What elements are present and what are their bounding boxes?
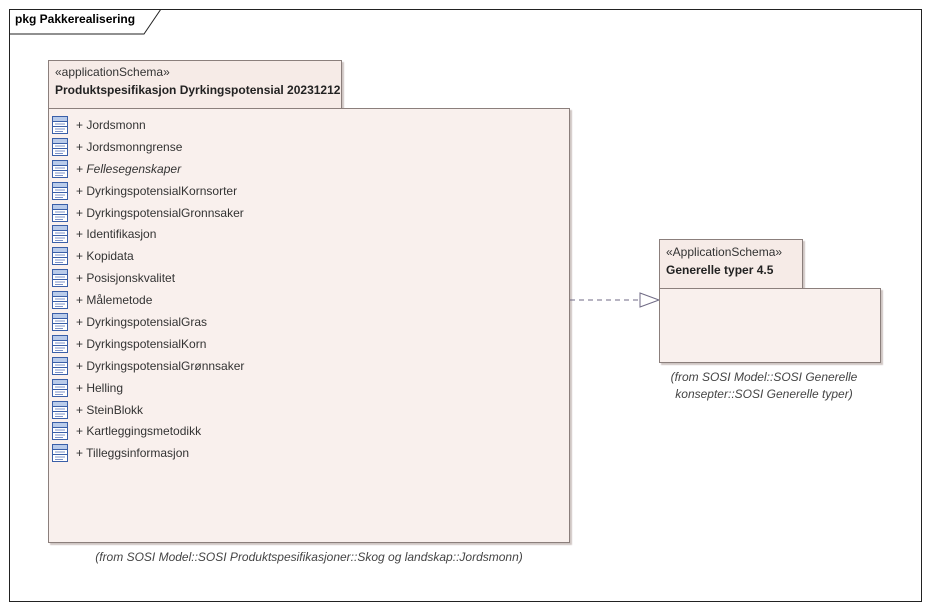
package-item-label: + Målemetode <box>76 293 153 308</box>
package-item[interactable]: + DyrkingspotensialKorn <box>52 333 244 355</box>
class-icon <box>52 422 68 441</box>
package-item-label: + Kopidata <box>76 249 134 264</box>
package-item-label: + Identifikasjon <box>76 227 157 242</box>
class-icon <box>52 444 68 463</box>
package-item[interactable]: + Målemetode <box>52 289 244 311</box>
package-item-label: + Fellesegenskaper <box>76 161 182 176</box>
main-package-body[interactable] <box>48 108 570 543</box>
class-icon <box>52 225 68 244</box>
class-icon <box>52 181 68 200</box>
main-package-origin: (from SOSI Model::SOSI Produktspesifikas… <box>95 550 523 564</box>
class-icon <box>52 312 68 331</box>
package-item-label: + DyrkingspotensialGrønnsaker <box>76 358 245 373</box>
package-item-label: + Kartleggingsmetodikk <box>76 424 202 439</box>
target-package-name: Generelle typer 4.5 <box>666 263 774 277</box>
main-package-contents: + Jordsmonn + Jordsmonngrense + Felleseg… <box>52 114 244 464</box>
package-item[interactable]: + DyrkingspotensialGras <box>52 311 244 333</box>
realization-arrowhead-icon <box>639 292 661 308</box>
package-item-label: + DyrkingspotensialKorn <box>76 336 207 351</box>
realization-connector[interactable] <box>568 290 664 310</box>
target-package-body[interactable] <box>659 288 881 363</box>
class-icon <box>52 115 68 134</box>
package-item-label: + DyrkingspotensialGronnsaker <box>76 205 244 220</box>
target-package-stereotype: «ApplicationSchema» <box>666 245 783 259</box>
class-icon <box>52 247 68 266</box>
package-item[interactable]: + Helling <box>52 377 244 399</box>
package-item[interactable]: + Tilleggsinformasjon <box>52 442 244 464</box>
package-item-label: + Helling <box>76 380 124 395</box>
class-icon <box>52 356 68 375</box>
package-item[interactable]: + DyrkingspotensialGronnsaker <box>52 202 244 224</box>
main-package-name: Produktspesifikasjon Dyrkingspotensial 2… <box>55 83 341 97</box>
package-item[interactable]: + DyrkingspotensialKornsorter <box>52 180 244 202</box>
package-item-label: + Posisjonskvalitet <box>76 271 176 286</box>
package-item[interactable]: + Posisjonskvalitet <box>52 267 244 289</box>
diagram-frame <box>9 9 922 602</box>
package-item-label: + Tilleggsinformasjon <box>76 446 190 461</box>
frame-label: pkg Pakkerealisering <box>15 12 136 26</box>
frame-label-tab <box>9 9 162 35</box>
package-item[interactable]: + DyrkingspotensialGrønnsaker <box>52 355 244 377</box>
main-package-tab[interactable] <box>48 60 342 109</box>
package-item-label: + DyrkingspotensialKornsorter <box>76 183 238 198</box>
package-item[interactable]: + SteinBlokk <box>52 399 244 421</box>
package-item-label: + Jordsmonngrense <box>76 139 183 154</box>
package-item[interactable]: + Kartleggingsmetodikk <box>52 420 244 442</box>
package-item[interactable]: + Jordsmonngrense <box>52 136 244 158</box>
class-icon <box>52 269 68 288</box>
class-icon <box>52 291 68 310</box>
class-icon <box>52 334 68 353</box>
package-item-label: + Jordsmonn <box>76 117 146 132</box>
package-item-label: + DyrkingspotensialGras <box>76 314 208 329</box>
class-icon <box>52 378 68 397</box>
class-icon <box>52 137 68 156</box>
class-icon <box>52 400 68 419</box>
target-package-origin-line2: konsepter::SOSI Generelle typer) <box>675 387 853 401</box>
target-package-origin-line1: (from SOSI Model::SOSI Generelle <box>670 370 858 384</box>
package-item-label: + SteinBlokk <box>76 402 144 417</box>
package-item[interactable]: + Kopidata <box>52 245 244 267</box>
class-icon <box>52 203 68 222</box>
main-package-stereotype: «applicationSchema» <box>55 65 170 79</box>
package-item[interactable]: + Fellesegenskaper <box>52 158 244 180</box>
package-item[interactable]: + Jordsmonn <box>52 114 244 136</box>
class-icon <box>52 159 68 178</box>
package-item[interactable]: + Identifikasjon <box>52 223 244 245</box>
